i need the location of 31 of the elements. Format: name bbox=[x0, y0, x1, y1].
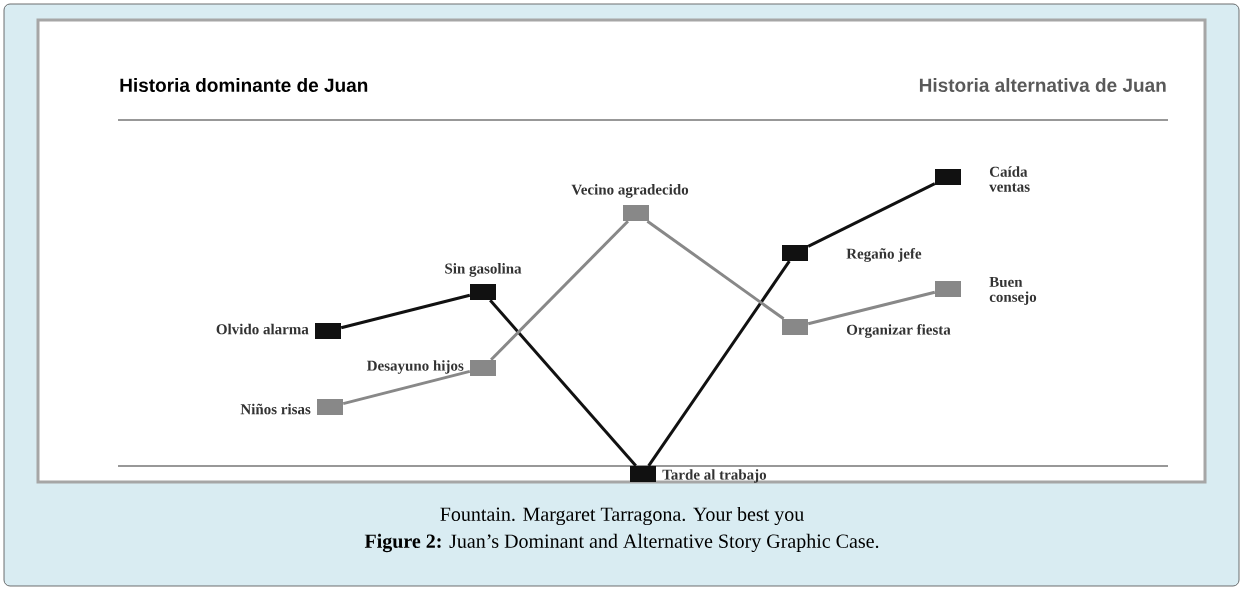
marker-square bbox=[470, 284, 496, 300]
column-heading: Historia dominante de Juan bbox=[120, 78, 368, 92]
connector-line bbox=[490, 220, 629, 361]
connector-line bbox=[807, 182, 936, 248]
marker-square bbox=[782, 319, 808, 335]
point-label: Desayuno hijos bbox=[366, 360, 464, 374]
point-label: Vecino agradecido bbox=[571, 184, 689, 198]
marker-square bbox=[315, 323, 341, 339]
marker-square bbox=[470, 360, 496, 376]
point-label: Olvido alarma bbox=[216, 323, 309, 335]
connector-line bbox=[342, 369, 471, 406]
point-label: Caída ventas bbox=[989, 166, 1030, 192]
point-label: Niños risas bbox=[240, 403, 311, 415]
marker-square bbox=[623, 205, 649, 221]
marker-square bbox=[630, 466, 656, 482]
marker-square bbox=[782, 245, 808, 261]
source-note: Fountain. Margaret Tarragona. Your best you bbox=[440, 506, 804, 526]
connector-line bbox=[646, 220, 785, 320]
marker-square bbox=[317, 399, 343, 415]
connector-line bbox=[489, 299, 637, 467]
point-label: Tarde al trabajo bbox=[662, 469, 767, 483]
figure-caption: Figure 2: Juan’s Dominant and Alternative Story Graphic Case. bbox=[364, 533, 879, 553]
point-label: Sin gasolina bbox=[445, 263, 522, 277]
connector-line bbox=[807, 290, 936, 326]
point-label: Buen consejo bbox=[989, 277, 1037, 305]
point-label: Organizar fiesta bbox=[846, 324, 951, 338]
marker-square bbox=[935, 281, 961, 297]
point-label: Regaño jefe bbox=[846, 248, 922, 262]
column-heading: Historia alternativa de Juan bbox=[919, 78, 1166, 92]
connector-line bbox=[647, 260, 791, 467]
connector-line bbox=[340, 293, 471, 330]
